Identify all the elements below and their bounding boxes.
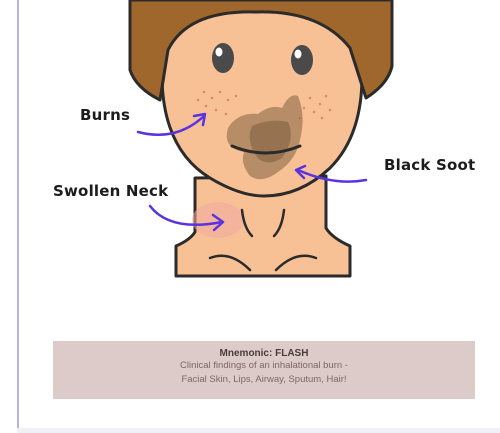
left-eye (212, 43, 234, 73)
label-burns: Burns (80, 106, 130, 124)
right-eye (291, 45, 313, 75)
label-black-soot: Black Soot (384, 156, 475, 174)
caption-line-1: Clinical findings of an inhalational bur… (53, 359, 475, 373)
label-swollen-neck: Swollen Neck (53, 182, 168, 200)
caption-line-2: Facial Skin, Lips, Airway, Sputum, Hair! (53, 373, 475, 387)
mnemonic-caption: Mnemonic: FLASH Clinical findings of an … (53, 341, 475, 399)
caption-title: Mnemonic: FLASH (53, 348, 475, 359)
